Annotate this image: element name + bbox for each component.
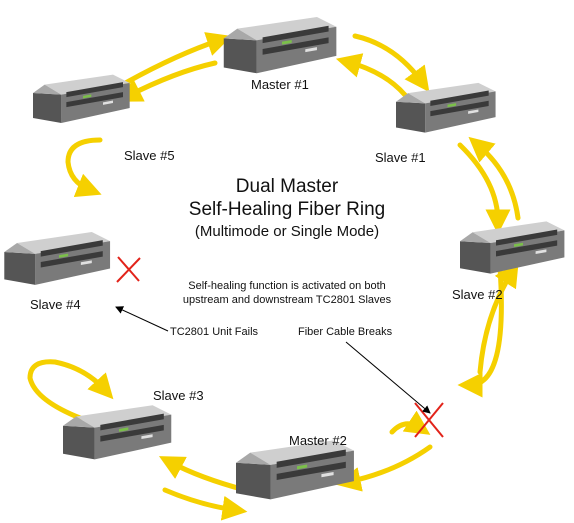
diagram-title-line1: Dual Master — [235, 176, 339, 197]
device-slave-5 — [33, 74, 130, 123]
ring-arrow — [27, 359, 114, 421]
ring-arrow — [116, 60, 218, 102]
ring-arrow — [477, 261, 519, 375]
device-slave-3 — [63, 405, 172, 460]
failure-x-icon — [116, 256, 141, 283]
failure-x-icon — [414, 402, 444, 438]
label-slave-1: Slave #1 — [375, 150, 426, 165]
self-healing-note-line2: upstream and downstream TC2801 Slaves — [182, 294, 392, 306]
ring-arrow — [352, 33, 430, 93]
cable-breaks-label: Fiber Cable Breaks — [298, 326, 393, 338]
self-healing-note-line1: Self-healing function is activated on bo… — [188, 280, 386, 292]
device-master-2 — [236, 440, 354, 500]
ring-arrow — [389, 410, 431, 435]
label-slave-3: Slave #3 — [153, 388, 204, 403]
unit-fails-pointer — [115, 306, 169, 332]
label-master-1: Master #1 — [251, 77, 309, 92]
device-master-1 — [223, 17, 337, 74]
ring-arrow — [335, 53, 408, 98]
diagram-title-line3: (Multimode or Single Mode) — [194, 223, 380, 240]
unit-fails-label: TC2801 Unit Fails — [170, 326, 259, 338]
ring-arrow — [335, 444, 433, 492]
ring-arrow — [65, 137, 103, 197]
cable-breaks-pointer — [345, 341, 431, 414]
label-slave-5: Slave #5 — [124, 148, 175, 163]
label-slave-2: Slave #2 — [452, 287, 503, 302]
ring-arrow — [158, 456, 248, 493]
diagram-title-line2: Self-Healing Fiber Ring — [188, 199, 386, 220]
label-master-2: Master #2 — [289, 433, 347, 448]
label-slave-4: Slave #4 — [30, 297, 81, 312]
ring-arrow — [162, 487, 248, 521]
ring-arrow — [457, 142, 511, 235]
ring-arrow — [468, 136, 521, 221]
device-slave-1 — [396, 82, 496, 133]
